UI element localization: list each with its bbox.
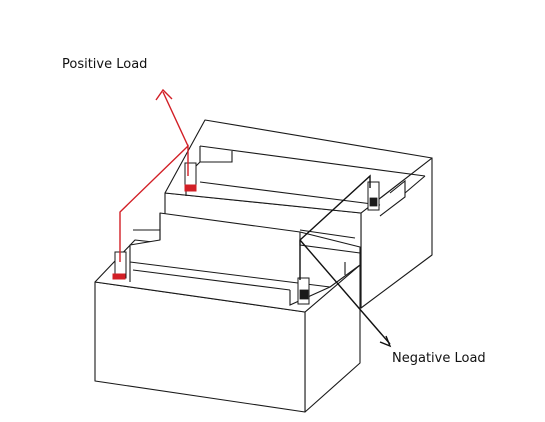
front-battery [94, 212, 361, 413]
back-negative-terminal [367, 181, 380, 211]
negative-load-lead [299, 239, 391, 345]
positive-arrowhead [155, 88, 173, 101]
back-battery-lid-right [404, 175, 426, 194]
positive-load-label: Positive Load [62, 57, 148, 72]
back-battery-lid-line [199, 181, 381, 206]
negative-wire [299, 174, 392, 348]
back-battery-lid-back [199, 145, 426, 177]
front-battery-lid-notch [133, 229, 161, 240]
back-battery-top-face [164, 119, 433, 214]
back-positive-terminal [184, 162, 197, 192]
negative-load-label: Negative Load [392, 351, 486, 366]
front-battery-lid-corner-step [289, 286, 331, 306]
back-battery-lid-corner [379, 179, 406, 217]
negative-arrowhead [379, 335, 392, 348]
front-negative-terminal [297, 277, 310, 305]
back-battery-lid-edge [199, 146, 233, 163]
front-battery-lid-inner [132, 269, 291, 291]
positive-wire [119, 88, 189, 262]
positive-load-lead [162, 91, 189, 147]
